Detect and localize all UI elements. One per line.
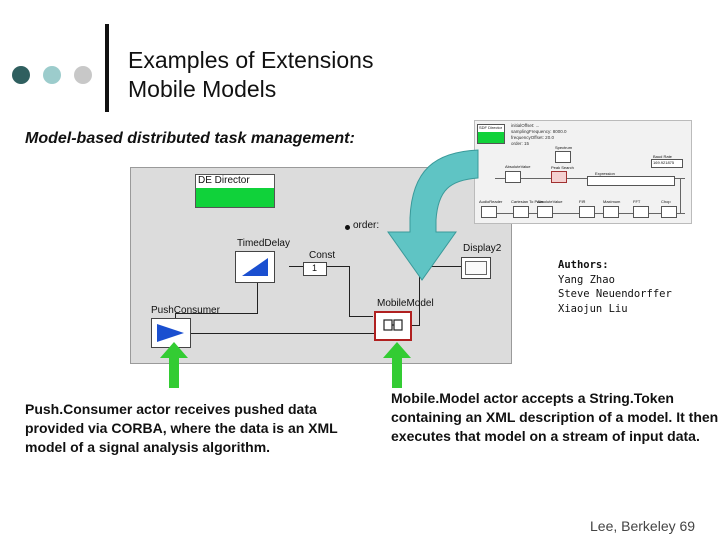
title-dot-1 <box>12 66 30 84</box>
wire <box>349 266 350 316</box>
inset-actor-label: AbsoluteValue <box>537 199 563 204</box>
push-consumer-label: PushConsumer <box>151 305 220 316</box>
inset-actor-box <box>661 206 677 218</box>
display-screen <box>465 261 487 275</box>
inset-actor-label: Cartesian To Polar <box>511 199 544 204</box>
inset-actor-label: Spectrum <box>555 145 573 150</box>
inset-actor-box <box>537 206 553 218</box>
inset-actor-label: AudioReader <box>479 199 503 204</box>
inset-director-label: SDF Director <box>479 125 503 130</box>
inset-actor-box <box>481 206 497 218</box>
inset-param: initialOffset: ... <box>511 123 540 128</box>
const-value: 1 <box>312 263 318 273</box>
inset-expression-box <box>587 176 675 186</box>
de-director-label: DE Director <box>198 175 250 186</box>
title-line-1: Examples of Extensions <box>128 47 374 73</box>
wire <box>409 325 419 326</box>
wire <box>419 266 461 267</box>
inset-baud-value: 169.921875 <box>653 160 675 165</box>
title-line-2: Mobile Models <box>128 76 277 102</box>
title-dot-2 <box>43 66 61 84</box>
timed-delay-label: TimedDelay <box>237 238 290 249</box>
inset-wire <box>680 178 681 214</box>
authors-heading: Authors: <box>558 259 609 271</box>
inset-actor-box <box>505 171 521 183</box>
inset-actor-box <box>555 151 571 163</box>
wire <box>175 333 375 334</box>
order-bullet <box>345 225 350 230</box>
wire <box>349 316 373 317</box>
push-consumer-actor[interactable] <box>151 318 191 348</box>
order-label: order: <box>353 220 380 231</box>
timed-delay-icon <box>242 258 268 276</box>
mobile-model-icon <box>383 319 403 331</box>
mobile-model-actor[interactable] <box>374 311 412 341</box>
display-actor[interactable] <box>461 257 491 279</box>
inset-actor-label: Peak Search <box>551 165 574 170</box>
inset-actor-label: FFT <box>633 199 641 204</box>
wire <box>257 260 258 314</box>
author-name: Steve Neuendorffer <box>558 288 672 300</box>
inset-actor-label: Expression <box>595 171 615 176</box>
inset-actor-label: Maximum <box>603 199 621 204</box>
const-label: Const <box>309 250 336 261</box>
inset-actor-label: Baud Rate <box>653 154 672 159</box>
right-caption: Mobile.Model actor accepts a String.Toke… <box>391 390 719 444</box>
const-actor[interactable]: 1 <box>303 262 327 276</box>
inset-param: order: 15 <box>511 141 530 146</box>
inset-baud-box: 169.921875 <box>651 159 683 168</box>
push-consumer-arrow-icon <box>160 342 188 388</box>
inset-params: initialOffset: ... samplingFrequency: 80… <box>511 123 567 147</box>
inset-param: samplingFrequency: 8000.0 <box>511 129 567 134</box>
de-director-fill <box>196 188 274 207</box>
mobile-model-arrow-icon <box>383 342 411 388</box>
push-consumer-icon <box>157 324 184 342</box>
inset-actor-label: AbsoluteValue <box>505 164 531 169</box>
inset-actor-label: Chop <box>661 199 671 204</box>
inset-actor-box <box>579 206 595 218</box>
inset-director-fill <box>478 132 504 143</box>
slide-title: Examples of Extensions Mobile Models <box>128 46 373 104</box>
inset-actor-box <box>513 206 529 218</box>
inset-actor-box <box>633 206 649 218</box>
de-director-box[interactable]: DE Director <box>195 174 275 208</box>
inset-director: SDF Director <box>477 124 505 144</box>
inset-model-screenshot: SDF Director initialOffset: ... sampling… <box>474 120 692 224</box>
left-caption: Push.Consumer actor receives pushed data… <box>25 401 338 455</box>
mobile-model-label: MobileModel <box>377 298 434 309</box>
inset-actor-label: FIR <box>579 199 586 204</box>
inset-param: frequencyOffset: 20.0 <box>511 135 554 140</box>
inset-actor-box <box>551 171 567 183</box>
author-name: Yang Zhao <box>558 273 615 286</box>
model-diagram: DE Director order: TimedDelay Const 1 Di… <box>130 167 512 364</box>
display-label: Display2 <box>463 243 502 254</box>
slide-subtitle: Model-based distributed task management: <box>25 130 355 147</box>
timed-delay-actor[interactable] <box>235 251 275 283</box>
author-name: Xiaojun Liu <box>558 302 628 315</box>
wire <box>175 313 258 314</box>
curved-arrow-icon <box>387 149 479 281</box>
title-dot-3 <box>74 66 92 84</box>
inset-actor-box <box>603 206 619 218</box>
authors-block: Authors: Yang Zhao Steve Neuendorffer Xi… <box>558 258 672 316</box>
slide-footer: Lee, Berkeley 69 <box>590 518 696 534</box>
wire <box>419 266 420 326</box>
title-divider <box>105 24 109 112</box>
